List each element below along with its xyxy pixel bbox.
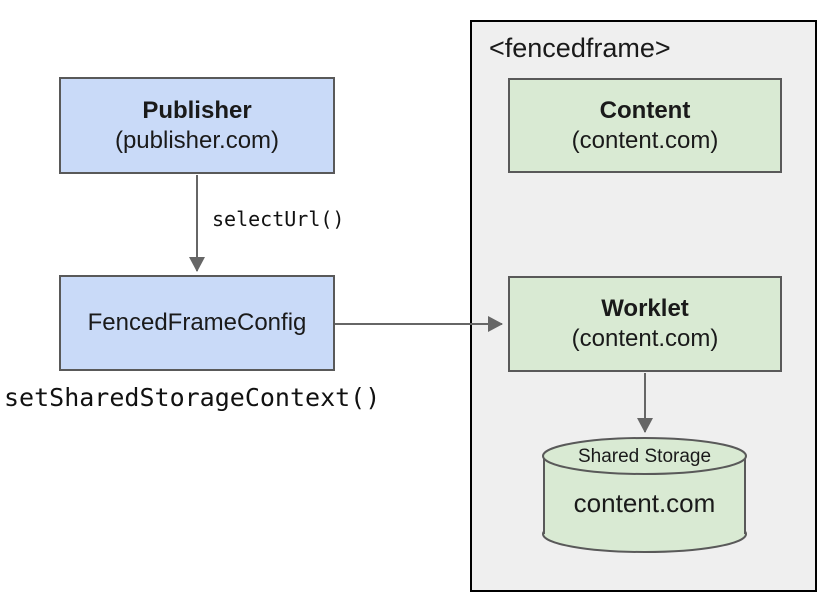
fencedframe-label: <fencedframe> <box>489 33 671 63</box>
worklet-title: Worklet <box>601 295 689 322</box>
shared-storage-origin: content.com <box>573 488 716 518</box>
content-title: Content <box>599 96 691 124</box>
worklet-subtitle: (content.com) <box>571 325 719 352</box>
cylinder-shape-icon <box>542 437 747 553</box>
content-subtitle: (content.com) <box>571 126 719 154</box>
shared-storage-cylinder: Shared Storage content.com <box>542 437 747 553</box>
worklet-box: Worklet (content.com) <box>508 276 782 372</box>
selecturl-label: selectUrl() <box>212 207 345 231</box>
publisher-title: Publisher <box>142 96 252 124</box>
publisher-subtitle: (publisher.com) <box>114 126 280 154</box>
fencedframeconfig-box: FencedFrameConfig <box>59 275 335 371</box>
publisher-box: Publisher (publisher.com) <box>59 77 335 174</box>
setsharedstoragecontext-label: setSharedStorageContext() <box>4 383 381 412</box>
fencedframeconfig-title: FencedFrameConfig <box>87 309 307 336</box>
content-box: Content (content.com) <box>508 78 782 173</box>
shared-storage-label: Shared Storage <box>577 446 712 467</box>
